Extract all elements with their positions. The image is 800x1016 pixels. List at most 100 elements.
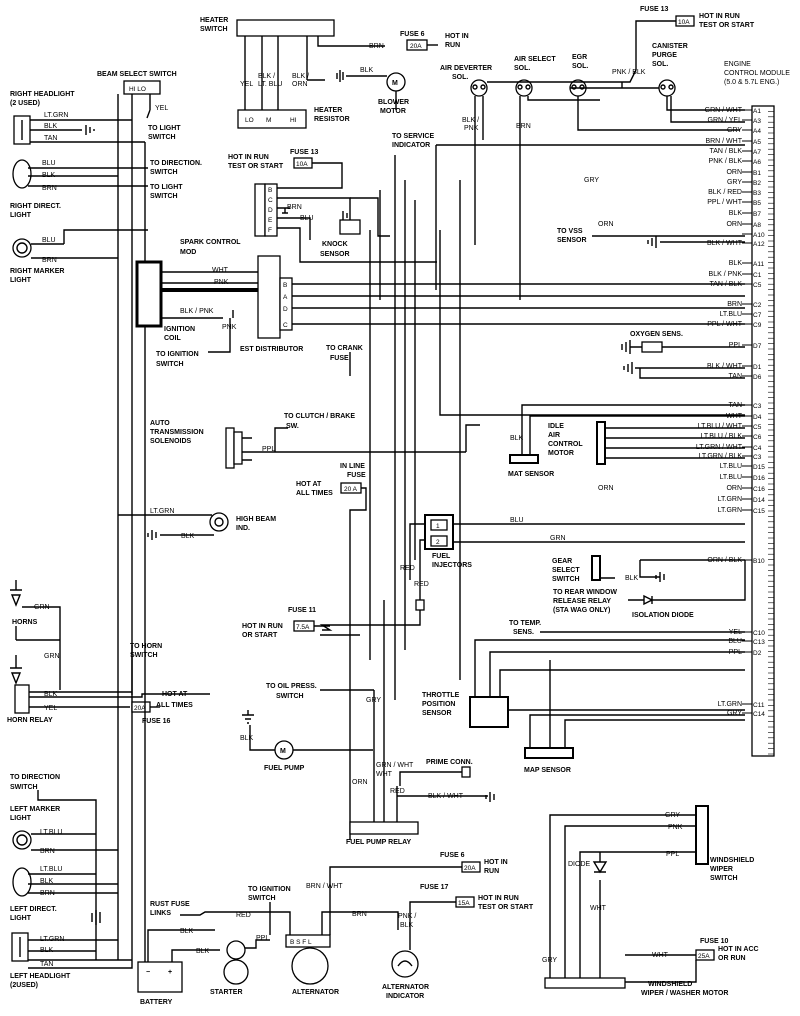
inj-pin-2: 2 xyxy=(436,539,440,546)
isolation-diode xyxy=(628,560,746,606)
ecm-wire-label-17: BRN xyxy=(727,301,742,308)
ecm-pin-a1-0: A1 xyxy=(753,108,761,115)
to-horn-sw-a: TO HORN xyxy=(130,643,162,650)
fuse16-hot-a: HOT AT xyxy=(162,691,188,698)
idle-air-motor xyxy=(596,421,745,465)
scm-blu: BLU xyxy=(300,215,314,222)
rml-brn: BRN xyxy=(42,257,57,264)
ecm-pin-c9-19: C9 xyxy=(753,322,762,329)
prime-conn-label: PRIME CONN. xyxy=(426,759,473,766)
mat-sensor-label: MAT SENSOR xyxy=(508,471,554,478)
throttle-position-sensor xyxy=(469,639,745,728)
scm-pin-c: C xyxy=(268,197,273,204)
fuse13-mid-hot-a: HOT IN RUN xyxy=(228,154,269,161)
battery-label: BATTERY xyxy=(140,999,173,1006)
ecm-wire-label-7: GRY xyxy=(727,179,742,186)
canister-c: SOL. xyxy=(652,61,668,68)
battery-minus: − xyxy=(146,969,150,976)
rml-blu: BLU xyxy=(42,237,56,244)
fuse17-label: FUSE 17 xyxy=(420,884,449,891)
inj-red-1: RED xyxy=(400,565,415,572)
fuse17-hot-b: TEST OR START xyxy=(478,904,534,911)
heater-pin-m: M xyxy=(266,117,271,124)
fuse10-hot-b: OR RUN xyxy=(718,955,746,962)
ecm-wire-label-10: BLK xyxy=(729,210,743,217)
gear-blk: BLK xyxy=(625,575,639,582)
ecm-pin-c11-38: C11 xyxy=(753,702,765,709)
ecm-label-2: CONTROL MODULE xyxy=(724,70,790,77)
relay-wht: WHT xyxy=(376,771,393,778)
fuse17-hot-a: HOT IN RUN xyxy=(478,895,519,902)
fuse16-label: FUSE 16 xyxy=(142,718,171,725)
wiper-motor-b: WIPER / WASHER MOTOR xyxy=(641,990,728,997)
coil-wht: WHT xyxy=(212,267,229,274)
alternator-label: ALTERNATOR xyxy=(292,989,339,996)
wiper-sw-a: WINDSHIELD xyxy=(710,857,754,864)
ecm-connector xyxy=(751,105,775,757)
to-clutch-b: SW. xyxy=(286,423,299,430)
ecm-pin-b2-7: B2 xyxy=(753,180,761,187)
oxygen-sensor xyxy=(621,340,745,354)
fuel-pump-blk: BLK xyxy=(240,735,254,742)
ecm-wire-label-21: BLK / WHT xyxy=(707,363,743,370)
egr-b: SOL. xyxy=(572,63,588,70)
to-light-sw-a: TO LIGHT xyxy=(148,125,181,132)
ecm-pin-c5-16: C5 xyxy=(753,282,762,289)
to-crank-b: FUSE xyxy=(330,355,349,362)
ecm-pin-c16-31: C16 xyxy=(753,486,765,493)
fuel-pump-m: M xyxy=(280,748,286,755)
lhl-tan: TAN xyxy=(40,961,53,968)
alt-ind-b: INDICATOR xyxy=(386,993,424,1000)
wiper-ppl: PPL xyxy=(666,851,679,858)
ecm-pin-d16-30: D16 xyxy=(753,475,765,482)
ldl-ltblu: LT.BLU xyxy=(40,866,62,873)
idle-d: MOTOR xyxy=(548,450,574,457)
idle-b: AIR xyxy=(548,432,560,439)
scm-pin-b: B xyxy=(268,187,272,194)
map-sensor xyxy=(524,660,745,759)
knock-a: KNOCK xyxy=(322,241,348,248)
ecm-wire-label-30: LT.BLU xyxy=(720,474,742,481)
wiper-gry-2: GRY xyxy=(542,957,557,964)
relay-blk-wht: BLK / WHT xyxy=(428,793,464,800)
rdl-blk: BLK xyxy=(42,172,56,179)
ldl-brn: BRN xyxy=(40,890,55,897)
lml-a: LEFT MARKER xyxy=(10,806,60,813)
blower-label-a: BLOWER xyxy=(378,99,409,106)
map-sensor-label: MAP SENSOR xyxy=(524,767,571,774)
relay-gry: GRY xyxy=(366,697,381,704)
tps-b: POSITION xyxy=(422,701,455,708)
fuel-pump-label: FUEL PUMP xyxy=(264,765,305,772)
est-dist-label: EST DISTRIBUTOR xyxy=(240,346,303,353)
wiper-pnk: PNK xyxy=(668,824,683,831)
right-marker-light xyxy=(12,229,148,259)
ecm-pin-a5-3: A5 xyxy=(753,139,761,146)
wiper-gry: GRY xyxy=(665,812,680,819)
fuse13-mid-hot-b: TEST OR START xyxy=(228,163,284,170)
ecm-wire-label-31: ORN xyxy=(726,485,742,492)
fuse6b-hot-b: RUN xyxy=(484,868,499,875)
ecm-wire-label-9: PPL / WHT xyxy=(707,199,742,206)
ecm-pin-b5-9: B5 xyxy=(753,200,761,207)
ecm-pin-c13-36: C13 xyxy=(753,639,765,646)
ecm-pin-c1-15: C1 xyxy=(753,272,762,279)
alt-red: RED xyxy=(236,912,251,919)
ecm-wire-label-39: GRY xyxy=(727,710,742,717)
side-orn: ORN xyxy=(598,221,614,228)
ecm-wire-label-32: LT.GRN xyxy=(718,496,742,503)
alt-brn-wht: BRN / WHT xyxy=(306,883,343,890)
fuel-pump: M xyxy=(274,740,373,760)
fuel-inj-a: FUEL xyxy=(432,553,451,560)
left-to-dir-a: TO DIRECTION xyxy=(10,774,60,781)
blower-m: M xyxy=(392,80,398,87)
hot-in-run-1b: RUN xyxy=(445,42,460,49)
ecm-pin-c6-26: C6 xyxy=(753,434,762,441)
scm-pin-f: F xyxy=(268,227,272,234)
horn-relay[interactable] xyxy=(14,645,210,714)
fuse11-hot-a: HOT IN RUN xyxy=(242,623,283,630)
beam-select-switch[interactable] xyxy=(123,80,161,95)
coil-pnk: PNK xyxy=(214,279,229,286)
fuse10-label: FUSE 10 xyxy=(700,938,729,945)
ecm-wire-label-15: BLK / PNK xyxy=(709,271,743,278)
wiper-sw-b: WIPER xyxy=(710,866,733,873)
